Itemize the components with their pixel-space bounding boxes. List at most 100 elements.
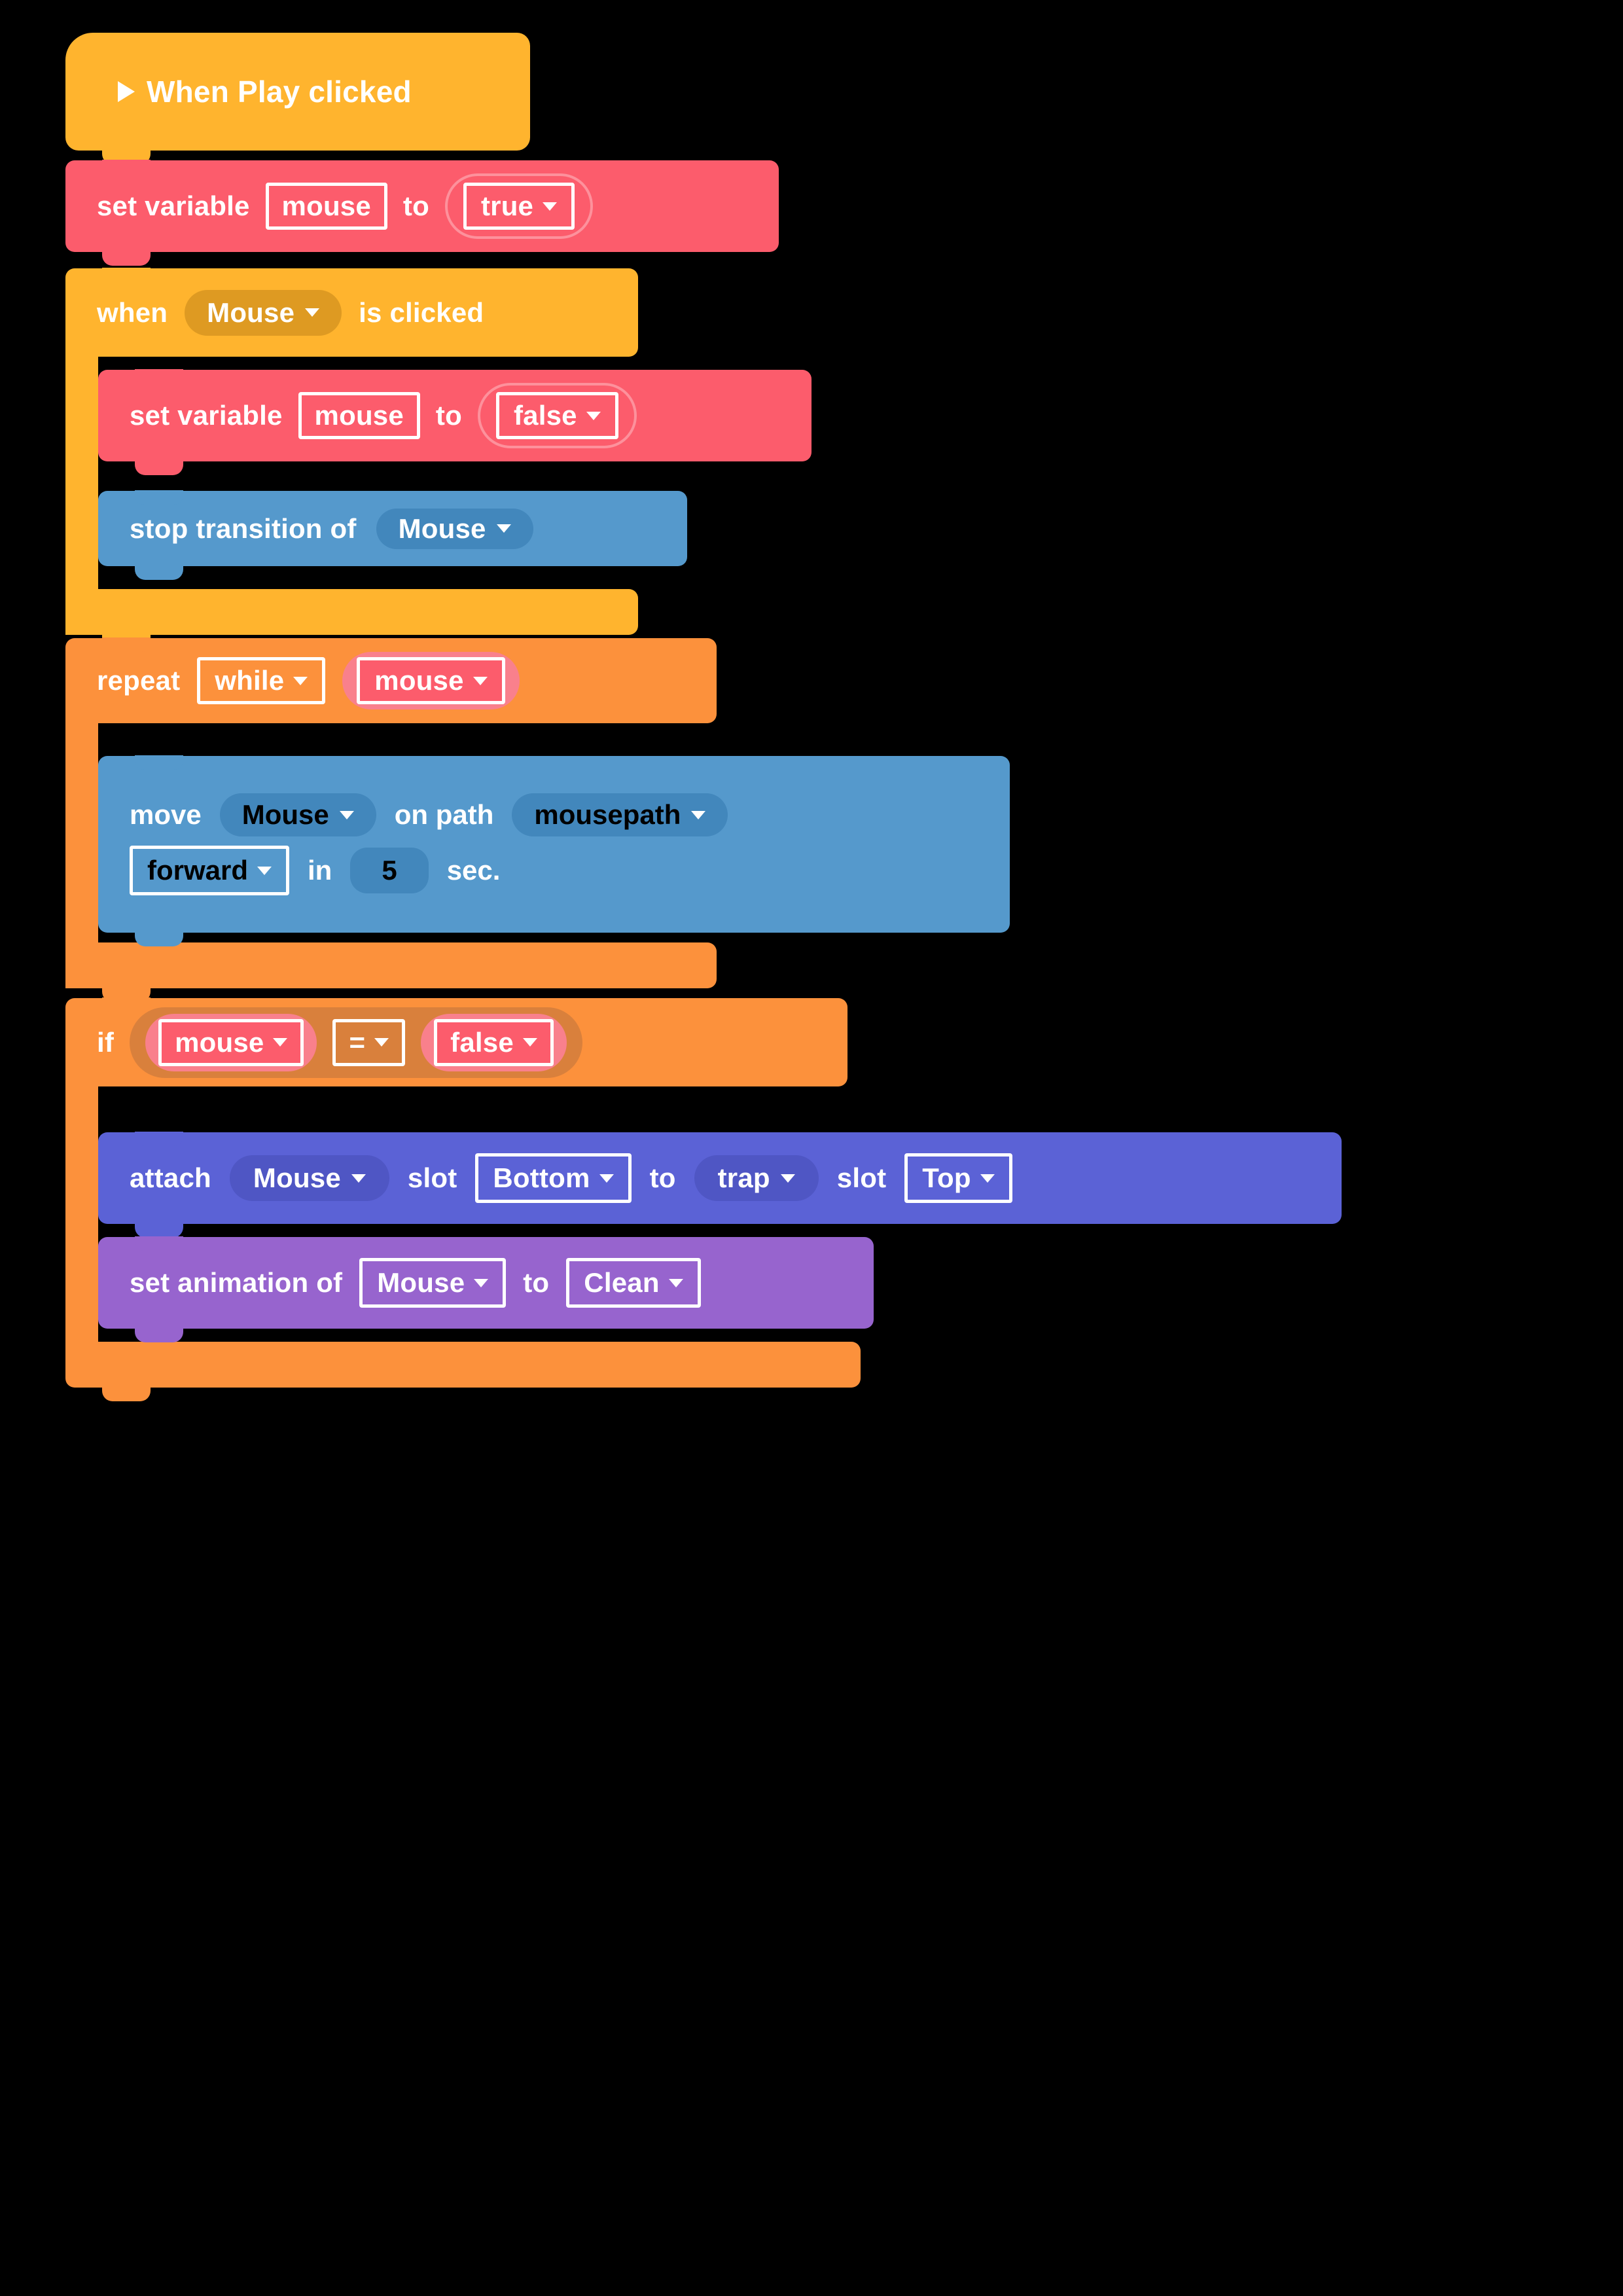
attach-object-dropdown[interactable]: Mouse: [229, 1155, 389, 1201]
move-sec-label: sec.: [446, 855, 501, 886]
move-duration-field[interactable]: 5: [350, 848, 429, 893]
stop-transition-target-dropdown[interactable]: Mouse: [376, 508, 533, 549]
chevron-down-icon: [473, 676, 488, 685]
if-prefix-label: if: [97, 1026, 115, 1058]
set-variable-to-label: to: [402, 190, 429, 221]
hat-block-when-play-clicked[interactable]: When Play clicked: [65, 33, 530, 164]
set-variable-name-field[interactable]: mouse: [265, 183, 387, 230]
set-variable-false-to-label: to: [435, 400, 462, 431]
if-block-head[interactable]: if mouse = false: [65, 997, 847, 1086]
repeat-prefix-label: repeat: [97, 665, 181, 696]
when-clicked-target-dropdown[interactable]: Mouse: [185, 289, 342, 336]
when-clicked-suffix-label: is clicked: [359, 296, 484, 328]
when-clicked-prefix-label: when: [97, 296, 168, 328]
if-operator-text: =: [349, 1026, 366, 1058]
stop-transition-block[interactable]: stop transition of Mouse: [98, 490, 687, 580]
if-left-operand-reporter[interactable]: mouse: [145, 1013, 317, 1071]
chevron-down-icon: [522, 1038, 537, 1047]
attach-slot-2-dropdown[interactable]: Top: [904, 1153, 1012, 1203]
if-right-operand-dropdown[interactable]: false: [434, 1018, 554, 1066]
move-on-path-row-1: move Mouse on path mousepath: [130, 793, 1010, 836]
hat-block-label: When Play clicked: [147, 75, 412, 109]
attach-to-label: to: [649, 1162, 676, 1193]
chevron-down-icon: [257, 866, 272, 875]
set-variable-block-true[interactable]: set variable mouse to true: [65, 160, 779, 266]
set-animation-target-text: Mouse: [377, 1267, 465, 1298]
set-variable-false-name-field[interactable]: mouse: [298, 392, 420, 439]
attach-slot-label-1: slot: [407, 1162, 457, 1193]
attach-slot-1-text: Bottom: [493, 1162, 590, 1193]
move-path-text: mousepath: [534, 799, 681, 830]
if-right-operand-reporter[interactable]: false: [421, 1013, 567, 1071]
if-block-spine: [65, 1083, 98, 1371]
if-left-operand-text: mouse: [175, 1026, 264, 1058]
chevron-down-icon: [496, 524, 511, 533]
set-variable-name-value: mouse: [281, 190, 371, 221]
when-clicked-target-text: Mouse: [207, 296, 295, 328]
chevron-down-icon: [780, 1174, 795, 1183]
set-variable-prefix-label: set variable: [97, 190, 250, 221]
set-variable-false-value-reporter[interactable]: false: [477, 383, 637, 448]
set-animation-prefix-label: set animation of: [130, 1267, 343, 1298]
repeat-block-head[interactable]: repeat while mouse: [65, 637, 717, 723]
attach-slot-2-text: Top: [922, 1162, 971, 1193]
when-clicked-block-footer: [65, 589, 638, 649]
chevron-down-icon: [339, 810, 354, 819]
move-path-dropdown[interactable]: mousepath: [512, 793, 728, 836]
set-animation-value-dropdown[interactable]: Clean: [566, 1258, 701, 1308]
set-animation-target-dropdown[interactable]: Mouse: [359, 1258, 507, 1308]
if-right-operand-text: false: [450, 1026, 514, 1058]
chevron-down-icon: [474, 1278, 489, 1287]
chevron-down-icon: [691, 810, 706, 819]
chevron-down-icon: [543, 202, 558, 211]
move-prefix-label: move: [130, 799, 202, 830]
attach-object-text: Mouse: [253, 1162, 341, 1193]
if-block-footer: [65, 1342, 861, 1401]
chevron-down-icon: [351, 1174, 366, 1183]
set-animation-block[interactable]: set animation of Mouse to Clean: [98, 1236, 874, 1342]
set-animation-to-label: to: [523, 1267, 550, 1298]
move-duration-value: 5: [382, 855, 397, 886]
repeat-block-footer: [65, 942, 717, 1002]
move-on-path-block[interactable]: move Mouse on path mousepath forward in …: [98, 755, 1010, 946]
chevron-down-icon: [586, 411, 601, 420]
if-condition-group[interactable]: mouse = false: [130, 1007, 582, 1078]
attach-block[interactable]: attach Mouse slot Bottom to trap slot To…: [98, 1132, 1342, 1238]
repeat-mode-text: while: [215, 665, 285, 696]
attach-target-dropdown[interactable]: trap: [694, 1155, 819, 1201]
chevron-down-icon: [599, 1174, 614, 1183]
play-triangle-icon: [118, 81, 135, 102]
set-variable-false-name-value: mouse: [314, 400, 404, 431]
attach-slot-label-2: slot: [836, 1162, 887, 1193]
move-target-dropdown[interactable]: Mouse: [219, 793, 376, 836]
attach-prefix-label: attach: [130, 1162, 211, 1193]
chevron-down-icon: [374, 1038, 389, 1047]
chevron-down-icon: [293, 676, 308, 685]
move-direction-dropdown[interactable]: forward: [130, 846, 290, 895]
when-clicked-block-spine: [65, 353, 98, 635]
move-on-path-row-2: forward in 5 sec.: [130, 846, 1010, 895]
chevron-down-icon: [305, 308, 320, 317]
move-in-label: in: [308, 855, 332, 886]
set-variable-value-reporter[interactable]: true: [444, 173, 594, 239]
attach-slot-1-dropdown[interactable]: Bottom: [475, 1153, 632, 1203]
move-on-path-label: on path: [394, 799, 494, 830]
set-animation-value-text: Clean: [584, 1267, 660, 1298]
set-variable-block-false[interactable]: set variable mouse to false: [98, 369, 812, 475]
set-variable-false-value-text: false: [513, 400, 577, 431]
set-variable-false-prefix-label: set variable: [130, 400, 283, 431]
if-operator-dropdown[interactable]: =: [332, 1018, 406, 1066]
set-variable-value-text: true: [480, 190, 534, 221]
when-clicked-block-head[interactable]: when Mouse is clicked: [65, 268, 638, 357]
set-variable-value-dropdown[interactable]: true: [463, 183, 575, 230]
set-variable-false-value-dropdown[interactable]: false: [495, 392, 618, 439]
if-left-operand-dropdown[interactable]: mouse: [158, 1018, 304, 1066]
repeat-mode-dropdown[interactable]: while: [197, 657, 326, 704]
repeat-condition-dropdown[interactable]: mouse: [357, 657, 505, 704]
move-direction-text: forward: [147, 855, 249, 886]
repeat-condition-reporter[interactable]: mouse: [342, 652, 520, 709]
stop-transition-prefix-label: stop transition of: [130, 512, 357, 544]
chevron-down-icon: [273, 1038, 288, 1047]
chevron-down-icon: [668, 1278, 683, 1287]
